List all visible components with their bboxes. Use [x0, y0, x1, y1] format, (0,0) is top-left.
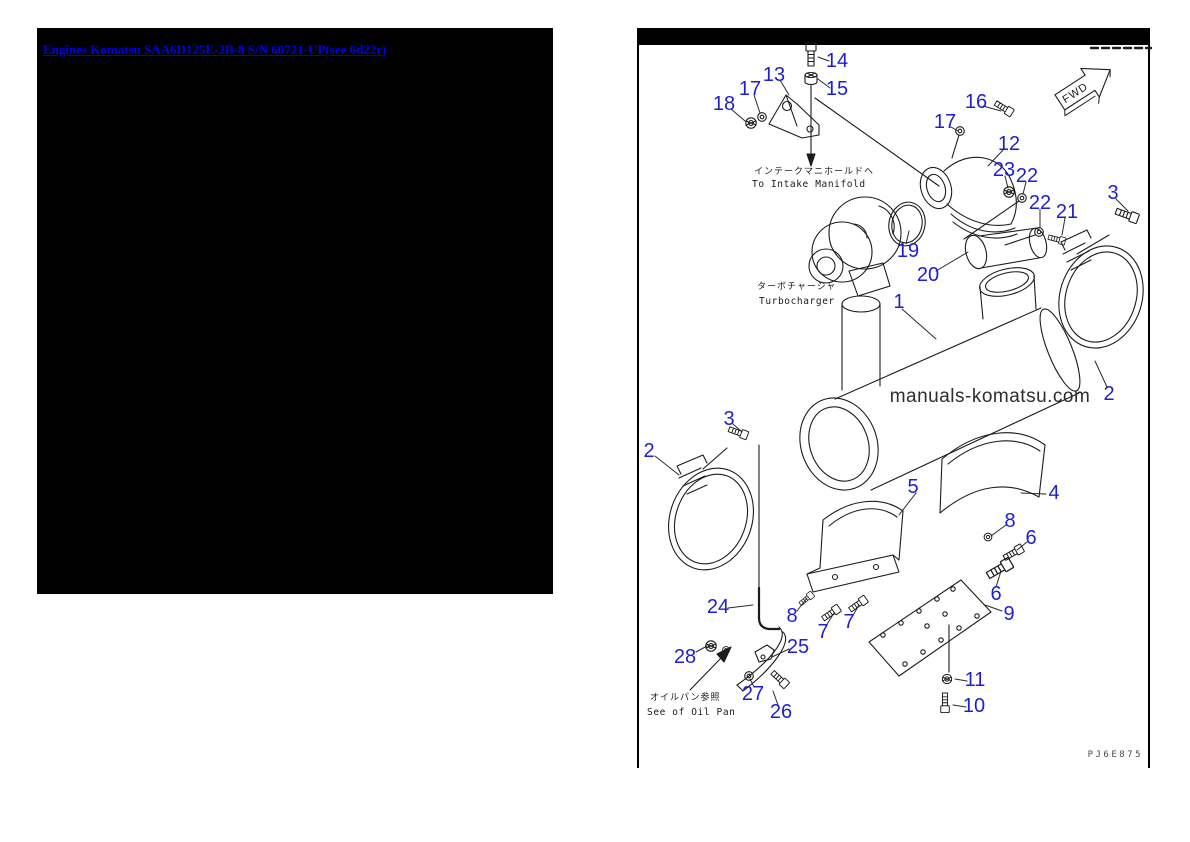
- callout-25-30: 25: [786, 636, 810, 658]
- plate9-drawing: [868, 579, 992, 714]
- callout-23-8: 23: [992, 159, 1016, 181]
- callout-26-32: 26: [769, 701, 793, 723]
- watermark: manuals-komatsu.com: [889, 386, 1091, 407]
- left-clamp-drawing: [668, 424, 754, 571]
- callout-9-24: 9: [1003, 603, 1015, 625]
- callout-2-16: 2: [1103, 383, 1115, 405]
- parts-diagram-frame: FWD インテークマニホールドヘ To Intake Manifold ターボチ…: [637, 28, 1152, 768]
- leader-lines: [654, 56, 1129, 708]
- callout-27-31: 27: [741, 683, 765, 705]
- callout-5-19: 5: [907, 476, 919, 498]
- callout-17-3: 17: [738, 78, 762, 100]
- engine-model-link[interactable]: Engines Komatsu SAA6D125E-2B-8 S/N 60721…: [43, 42, 387, 57]
- callout-2-18: 2: [643, 440, 655, 462]
- callout-8-21: 8: [1004, 510, 1016, 532]
- callout-22-10: 22: [1028, 192, 1052, 214]
- callout-16-5: 16: [964, 91, 988, 113]
- connector-tube-drawing: [963, 200, 1048, 270]
- callout-15-2: 15: [825, 78, 849, 100]
- callout-21-11: 21: [1055, 201, 1079, 223]
- callout-20-14: 20: [916, 264, 940, 286]
- oil-pan-label-jp: オイルパン参照: [650, 693, 721, 703]
- right-clamp-drawing: [1058, 205, 1144, 349]
- intake-label-en: To Intake Manifold: [752, 179, 866, 190]
- callout-3-12: 3: [1107, 182, 1119, 204]
- callout-17-6: 17: [933, 111, 957, 133]
- callout-11-33: 11: [964, 669, 986, 691]
- left-black-panel: Engines Komatsu SAA6D125E-2B-8 S/N 60721…: [37, 28, 553, 594]
- o-ring-drawing: [888, 201, 926, 247]
- callout-7-28: 7: [843, 611, 855, 633]
- turbocharger-label-en: Turbocharger: [759, 296, 835, 307]
- plate-code: PJ6E875: [1087, 750, 1143, 760]
- muffler-drawing: [799, 267, 1081, 491]
- callout-22-9: 22: [1015, 165, 1039, 187]
- drain-cluster-drawing: [689, 444, 791, 692]
- intake-label-jp: インテークマニホールドヘ: [754, 167, 875, 177]
- diagram-top-bar: [639, 28, 1148, 45]
- callout-24-25: 24: [706, 596, 730, 618]
- bracket5-drawing: [797, 500, 904, 623]
- callout-13-1: 13: [762, 64, 786, 86]
- diagram-line-art: FWD: [654, 42, 1152, 714]
- callout-28-29: 28: [673, 646, 697, 668]
- callout-18-4: 18: [712, 93, 736, 115]
- callout-4-20: 4: [1048, 482, 1060, 504]
- callout-1-15: 1: [893, 291, 905, 313]
- callout-6-22: 6: [1025, 527, 1037, 549]
- bracket4-drawing: [939, 432, 1046, 582]
- callout-14-0: 14: [825, 50, 849, 72]
- oil-pan-label-en: See of Oil Pan: [647, 707, 736, 718]
- callout-12-7: 12: [997, 133, 1021, 155]
- turbocharger-label-jp: ターボチャージャ: [757, 282, 837, 292]
- callout-3-17: 3: [723, 408, 735, 430]
- callout-10-34: 10: [962, 695, 986, 717]
- elbow-connector-drawing: [919, 134, 1018, 239]
- bracket-cluster: [745, 42, 940, 187]
- callout-7-27: 7: [817, 621, 829, 643]
- turbocharger-drawing: [808, 196, 902, 297]
- callout-19-13: 19: [896, 240, 920, 262]
- callout-8-26: 8: [786, 605, 798, 627]
- callout-6-23: 6: [990, 583, 1002, 605]
